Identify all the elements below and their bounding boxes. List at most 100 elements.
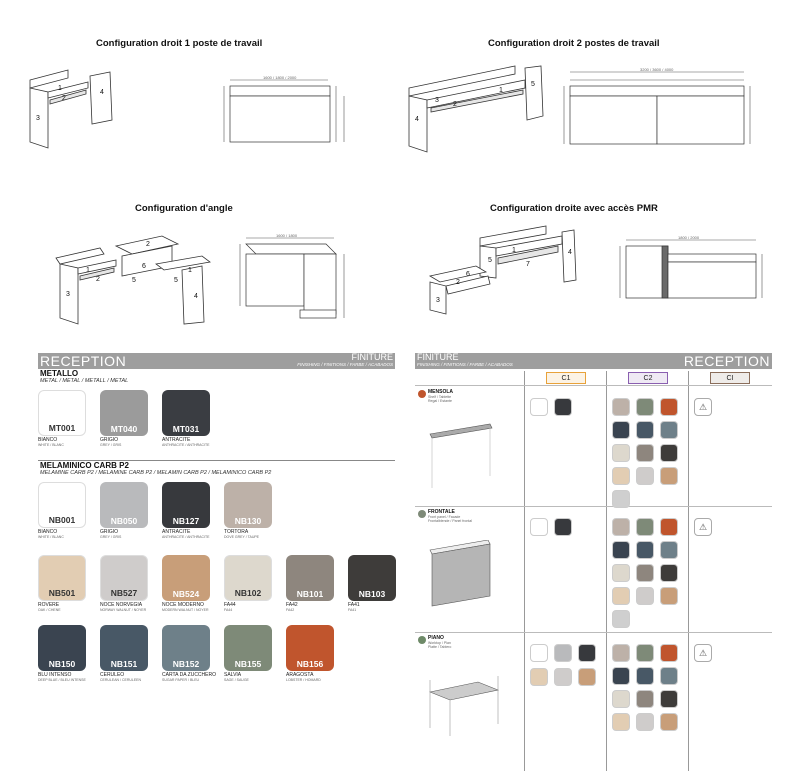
finish-mini-swatch[interactable]: [636, 541, 654, 559]
product-sketch: [429, 423, 493, 488]
melaminico-subtitle: MELAMINE CARB P2 / MELAMINE CARB P2 / ME…: [40, 470, 272, 476]
finish-mini-swatch[interactable]: [612, 398, 630, 416]
finish-mini-swatch[interactable]: [636, 587, 654, 605]
finish-swatch[interactable]: NB524: [162, 555, 210, 601]
svg-text:1: 1: [188, 267, 192, 274]
finish-name: CARTA DA ZUCCHERO: [162, 672, 216, 678]
finish-code: MT031: [172, 424, 200, 434]
finish-mini-swatch[interactable]: [612, 518, 630, 536]
finish-mini-swatch[interactable]: [660, 667, 678, 685]
finish-mini-swatch[interactable]: [660, 690, 678, 708]
finish-mini-swatch[interactable]: [612, 490, 630, 508]
finish-desc: LOBSTER / HOMARD: [286, 678, 321, 682]
finish-mini-swatch[interactable]: [612, 644, 630, 662]
finish-mini-swatch[interactable]: [636, 444, 654, 462]
svg-text:1: 1: [512, 247, 516, 254]
finish-mini-swatch[interactable]: [636, 518, 654, 536]
finish-code: NB103: [358, 589, 386, 599]
finish-mini-swatch[interactable]: [612, 667, 630, 685]
finish-mini-swatch[interactable]: [612, 690, 630, 708]
finish-swatch[interactable]: MT031: [162, 390, 210, 436]
finish-swatch[interactable]: NB130: [224, 482, 272, 528]
finish-mini-swatch[interactable]: [636, 644, 654, 662]
left-header-title: RECEPTION: [40, 353, 127, 369]
finish-swatch[interactable]: NB001: [38, 482, 86, 528]
product-desc: Worktop / Plan: [428, 641, 451, 645]
finish-swatch[interactable]: NB527: [100, 555, 148, 601]
finish-mini-swatch[interactable]: [636, 713, 654, 731]
finish-swatch[interactable]: NB102: [224, 555, 272, 601]
finish-mini-swatch[interactable]: [660, 564, 678, 582]
finish-name: CERULEO: [100, 672, 125, 678]
svg-text:3: 3: [36, 115, 40, 122]
finish-mini-swatch[interactable]: [660, 467, 678, 485]
finish-swatch[interactable]: NB127: [162, 482, 210, 528]
finish-desc: WHITE / BLANC: [38, 443, 64, 447]
finish-mini-swatch[interactable]: [636, 421, 654, 439]
finish-swatch[interactable]: NB050: [100, 482, 148, 528]
finish-mini-swatch[interactable]: [660, 398, 678, 416]
svg-text:4: 4: [568, 249, 572, 256]
finish-mini-swatch[interactable]: [660, 444, 678, 462]
finish-mini-swatch[interactable]: [612, 587, 630, 605]
finish-name: ANTRACITE: [162, 529, 191, 535]
finish-code: MT001: [48, 423, 76, 433]
svg-text:2: 2: [146, 241, 150, 248]
finish-mini-swatch[interactable]: [612, 564, 630, 582]
finish-mini-swatch[interactable]: [660, 713, 678, 731]
finish-desc: ANTHRACITE / ANTHRACITE: [162, 443, 210, 447]
metallo-subtitle: METAL / METAL / METALL / METAL: [40, 378, 129, 384]
finish-swatch[interactable]: NB501: [38, 555, 86, 601]
finish-mini-swatch[interactable]: [578, 644, 596, 662]
finish-code: NB101: [296, 589, 324, 599]
finish-mini-swatch[interactable]: [530, 644, 548, 662]
finish-swatch[interactable]: NB155: [224, 625, 272, 671]
finish-mini-swatch[interactable]: [554, 668, 572, 686]
finish-mini-swatch[interactable]: [612, 713, 630, 731]
finish-swatch[interactable]: NB150: [38, 625, 86, 671]
finish-mini-swatch[interactable]: [612, 444, 630, 462]
finish-mini-swatch[interactable]: [636, 564, 654, 582]
finish-mini-swatch[interactable]: [636, 667, 654, 685]
finish-name: SALVIA: [224, 672, 242, 678]
svg-text:2: 2: [456, 279, 460, 286]
finish-mini-swatch[interactable]: [578, 668, 596, 686]
finish-code: NB150: [48, 659, 76, 669]
finish-swatch[interactable]: MT001: [38, 390, 86, 436]
finish-mini-swatch[interactable]: [660, 541, 678, 559]
finish-mini-swatch[interactable]: [660, 644, 678, 662]
finish-mini-swatch[interactable]: [530, 668, 548, 686]
svg-text:4: 4: [100, 89, 104, 96]
finish-swatch[interactable]: NB152: [162, 625, 210, 671]
finish-mini-swatch[interactable]: [660, 587, 678, 605]
finish-code: NB130: [234, 516, 262, 526]
finish-mini-swatch[interactable]: [660, 421, 678, 439]
column-divider: [688, 371, 689, 771]
finish-mini-swatch[interactable]: [636, 467, 654, 485]
finish-desc: SAGE / SAUGE: [224, 678, 249, 682]
finish-code: NB501: [48, 588, 76, 598]
finish-swatch[interactable]: NB103: [348, 555, 396, 601]
finish-mini-swatch[interactable]: [554, 518, 572, 536]
finish-name: FA41: [348, 602, 360, 608]
finish-mini-swatch[interactable]: [612, 610, 630, 628]
svg-text:5: 5: [132, 277, 136, 284]
finish-mini-swatch[interactable]: [554, 644, 572, 662]
finish-name: GRIGIO: [100, 437, 119, 443]
right-header-title: RECEPTION: [683, 353, 770, 369]
finish-mini-swatch[interactable]: [554, 398, 572, 416]
finish-swatch[interactable]: NB156: [286, 625, 334, 671]
product-desc: Platte / Tablero: [428, 645, 452, 649]
finish-mini-swatch[interactable]: [530, 518, 548, 536]
finish-mini-swatch[interactable]: [612, 541, 630, 559]
finish-mini-swatch[interactable]: [530, 398, 548, 416]
finish-swatch[interactable]: MT040: [100, 390, 148, 436]
finish-column-header: CI: [710, 372, 750, 384]
finish-mini-swatch[interactable]: [660, 518, 678, 536]
finish-mini-swatch[interactable]: [636, 690, 654, 708]
finish-mini-swatch[interactable]: [636, 398, 654, 416]
finish-swatch[interactable]: NB101: [286, 555, 334, 601]
finish-mini-swatch[interactable]: [612, 421, 630, 439]
finish-mini-swatch[interactable]: [612, 467, 630, 485]
finish-swatch[interactable]: NB151: [100, 625, 148, 671]
